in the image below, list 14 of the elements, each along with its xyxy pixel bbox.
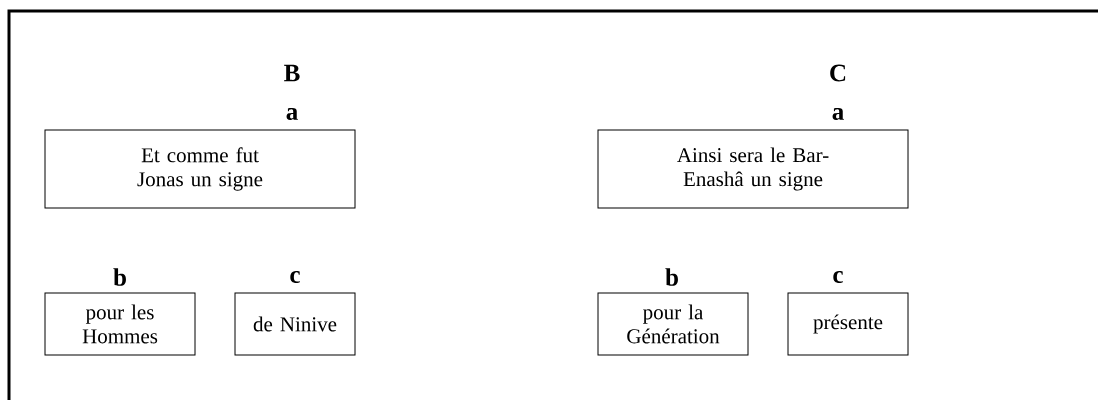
section-letter: c bbox=[290, 271, 300, 283]
section-letter: a bbox=[286, 108, 298, 120]
text-box: présente bbox=[787, 292, 909, 356]
text-box: pour les Hommes bbox=[44, 292, 196, 356]
section-letter: b bbox=[113, 268, 126, 286]
text-box: Ainsi sera le Bar-Enashâ un signe bbox=[597, 129, 909, 209]
section-letter: c bbox=[833, 271, 843, 283]
section-letter: C bbox=[830, 64, 846, 82]
text-box: pour la Génération bbox=[597, 292, 749, 356]
section-letter: b bbox=[665, 268, 678, 286]
section-letter: B bbox=[284, 64, 300, 82]
text-box: de Ninive bbox=[234, 292, 356, 356]
text-box: Et comme fut Jonas un signe bbox=[44, 129, 356, 209]
section-letter: a bbox=[832, 108, 844, 120]
